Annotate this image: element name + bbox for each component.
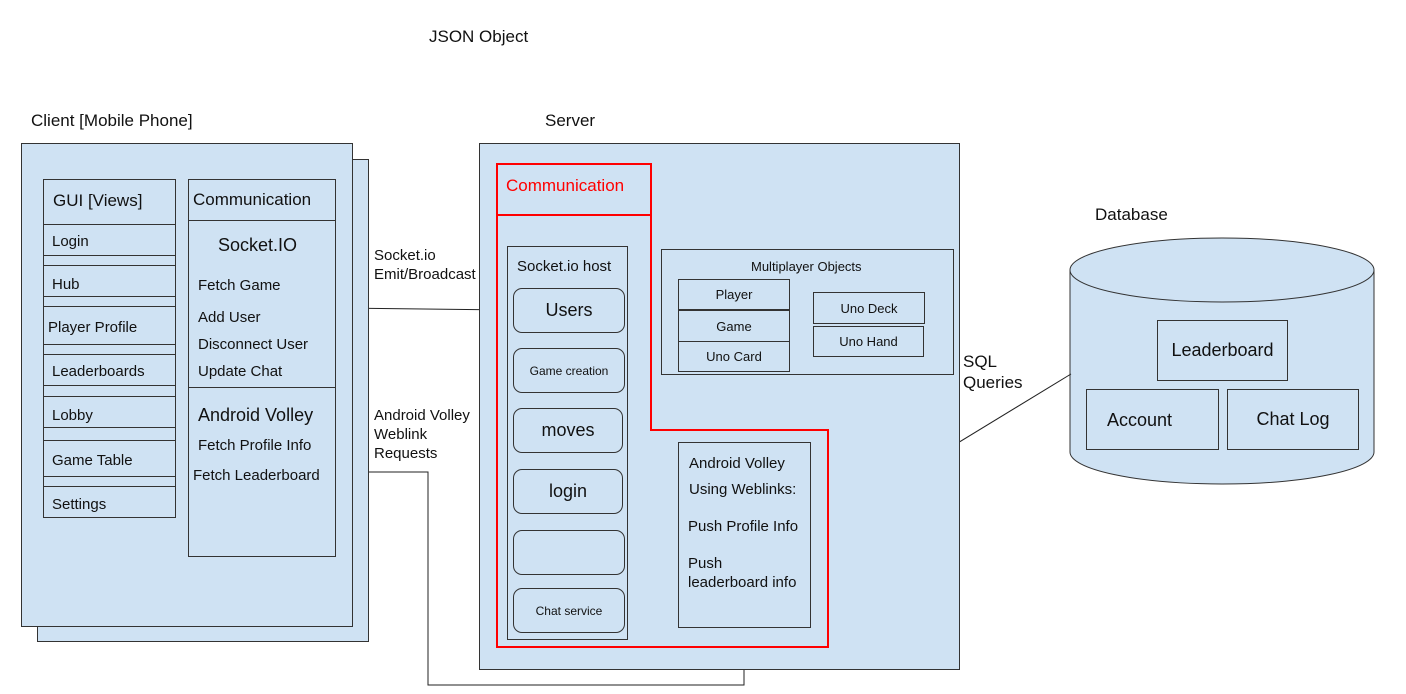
client-socket-title: Socket.IO: [218, 235, 298, 255]
multiplayer-player: Player: [678, 279, 790, 310]
server-title: Server: [545, 111, 596, 130]
server-communication-label: Communication: [506, 176, 625, 195]
client-title: Client [Mobile Phone]: [31, 111, 193, 130]
socket-host-moves: moves: [513, 408, 623, 453]
gui-header: GUI [Views]: [53, 191, 143, 210]
client-socket-item: Update Chat: [198, 363, 283, 380]
gui-item-lobby: Lobby: [43, 396, 176, 428]
volley-connector-label: Weblink: [374, 426, 428, 443]
volley-connector-label: Requests: [374, 445, 438, 462]
socket-host-game-creation: Game creation: [513, 348, 625, 393]
server-volley-item: leaderboard info: [688, 574, 797, 591]
client-volley-item: Fetch Leaderboard: [193, 467, 320, 484]
gui-item-label: Hub: [52, 276, 80, 293]
socket-host-chat-service: Chat service: [513, 588, 625, 633]
multiplayer-uno-hand: Uno Hand: [813, 326, 924, 357]
database-account-box: Account: [1086, 389, 1219, 450]
client-communication-header: Communication: [193, 190, 312, 209]
sql-connector-label: SQL: [963, 352, 998, 371]
client-socket-item: Disconnect User: [198, 336, 309, 353]
database-title: Database: [1095, 205, 1168, 224]
multiplayer-game: Game: [678, 310, 790, 342]
database-leaderboard: Leaderboard: [1157, 320, 1288, 381]
socket-host-users: Users: [513, 288, 625, 333]
gui-item-player-profile: Player Profile: [43, 306, 176, 345]
socket-host-title: Socket.io host: [517, 258, 612, 275]
server-volley-item: Push: [688, 555, 723, 572]
multiplayer-uno-card: Uno Card: [678, 341, 790, 372]
client-socket-section: Socket.IO Fetch Game Add User Disconnect…: [188, 220, 336, 388]
server-volley-item: Push Profile Info: [688, 518, 799, 535]
server-volley-title: Android Volley: [689, 455, 785, 472]
client-volley-title: Android Volley: [198, 405, 314, 425]
database-chat-log: Chat Log: [1227, 389, 1359, 450]
gui-item-label: Leaderboards: [52, 363, 145, 380]
gui-item-login: Login: [43, 224, 176, 256]
gui-item-settings: Settings: [43, 486, 176, 518]
multiplayer-uno-deck: Uno Deck: [813, 292, 925, 324]
client-socket-item: Fetch Game: [198, 277, 281, 294]
socket-host-login: login: [513, 469, 623, 514]
server-volley-subtitle: Using Weblinks:: [689, 481, 797, 498]
gui-header-row: GUI [Views]: [43, 179, 176, 225]
gui-item-game-table: Game Table: [43, 440, 176, 477]
socket-connector-label: Emit/Broadcast: [374, 266, 476, 283]
gui-item-label: Player Profile: [48, 319, 138, 336]
server-volley-panel: Android Volley Using Weblinks: Push Prof…: [678, 442, 811, 628]
json-object-label: JSON Object: [429, 27, 529, 46]
multiplayer-objects-title: Multiplayer Objects: [751, 259, 862, 274]
gui-item-label: Game Table: [52, 452, 133, 469]
socket-connector-label: Socket.io: [374, 247, 436, 264]
client-socket-item: Add User: [198, 309, 261, 326]
socket-host-empty-slot: [513, 530, 625, 575]
volley-connector-label: Android Volley: [374, 407, 470, 424]
database-account: Account: [1107, 410, 1173, 430]
gui-item-label: Settings: [52, 496, 107, 513]
sql-connector-label: Queries: [963, 373, 1023, 392]
gui-item-label: Lobby: [52, 407, 93, 424]
gui-item-leaderboards: Leaderboards: [43, 354, 176, 386]
gui-item-label: Login: [52, 233, 89, 250]
client-volley-item: Fetch Profile Info: [198, 437, 312, 454]
gui-item-hub: Hub: [43, 265, 176, 297]
client-communication-header-row: Communication: [188, 179, 336, 221]
